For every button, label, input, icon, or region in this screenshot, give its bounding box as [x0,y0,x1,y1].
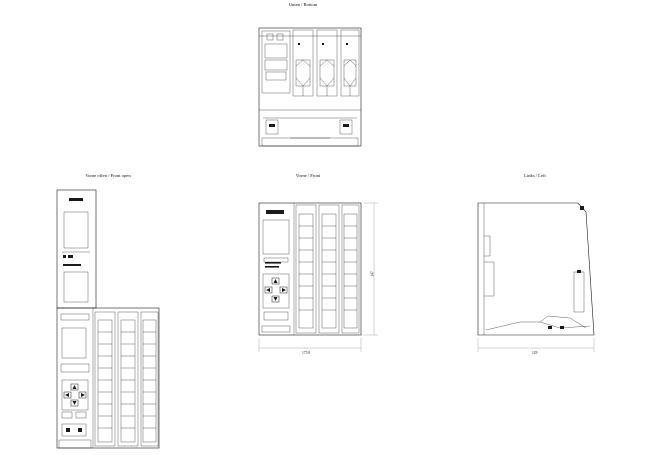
view-label-left: Links / Left [524,173,546,178]
bottom-view-drawing [258,27,362,147]
dimension-width-front: 175.8 [302,351,311,355]
front-view-drawing [258,202,378,352]
dimension-depth-left: 129 [532,351,538,355]
front-view-device-text-mark [265,262,281,268]
view-label-bottom: Unten / Bottom [288,2,318,7]
left-view-drawing [477,202,595,352]
front-open-view-drawing [56,189,160,449]
view-label-front-open: Vorne offen / Front open [85,173,131,178]
view-label-front: Vorne / Front [295,173,321,178]
